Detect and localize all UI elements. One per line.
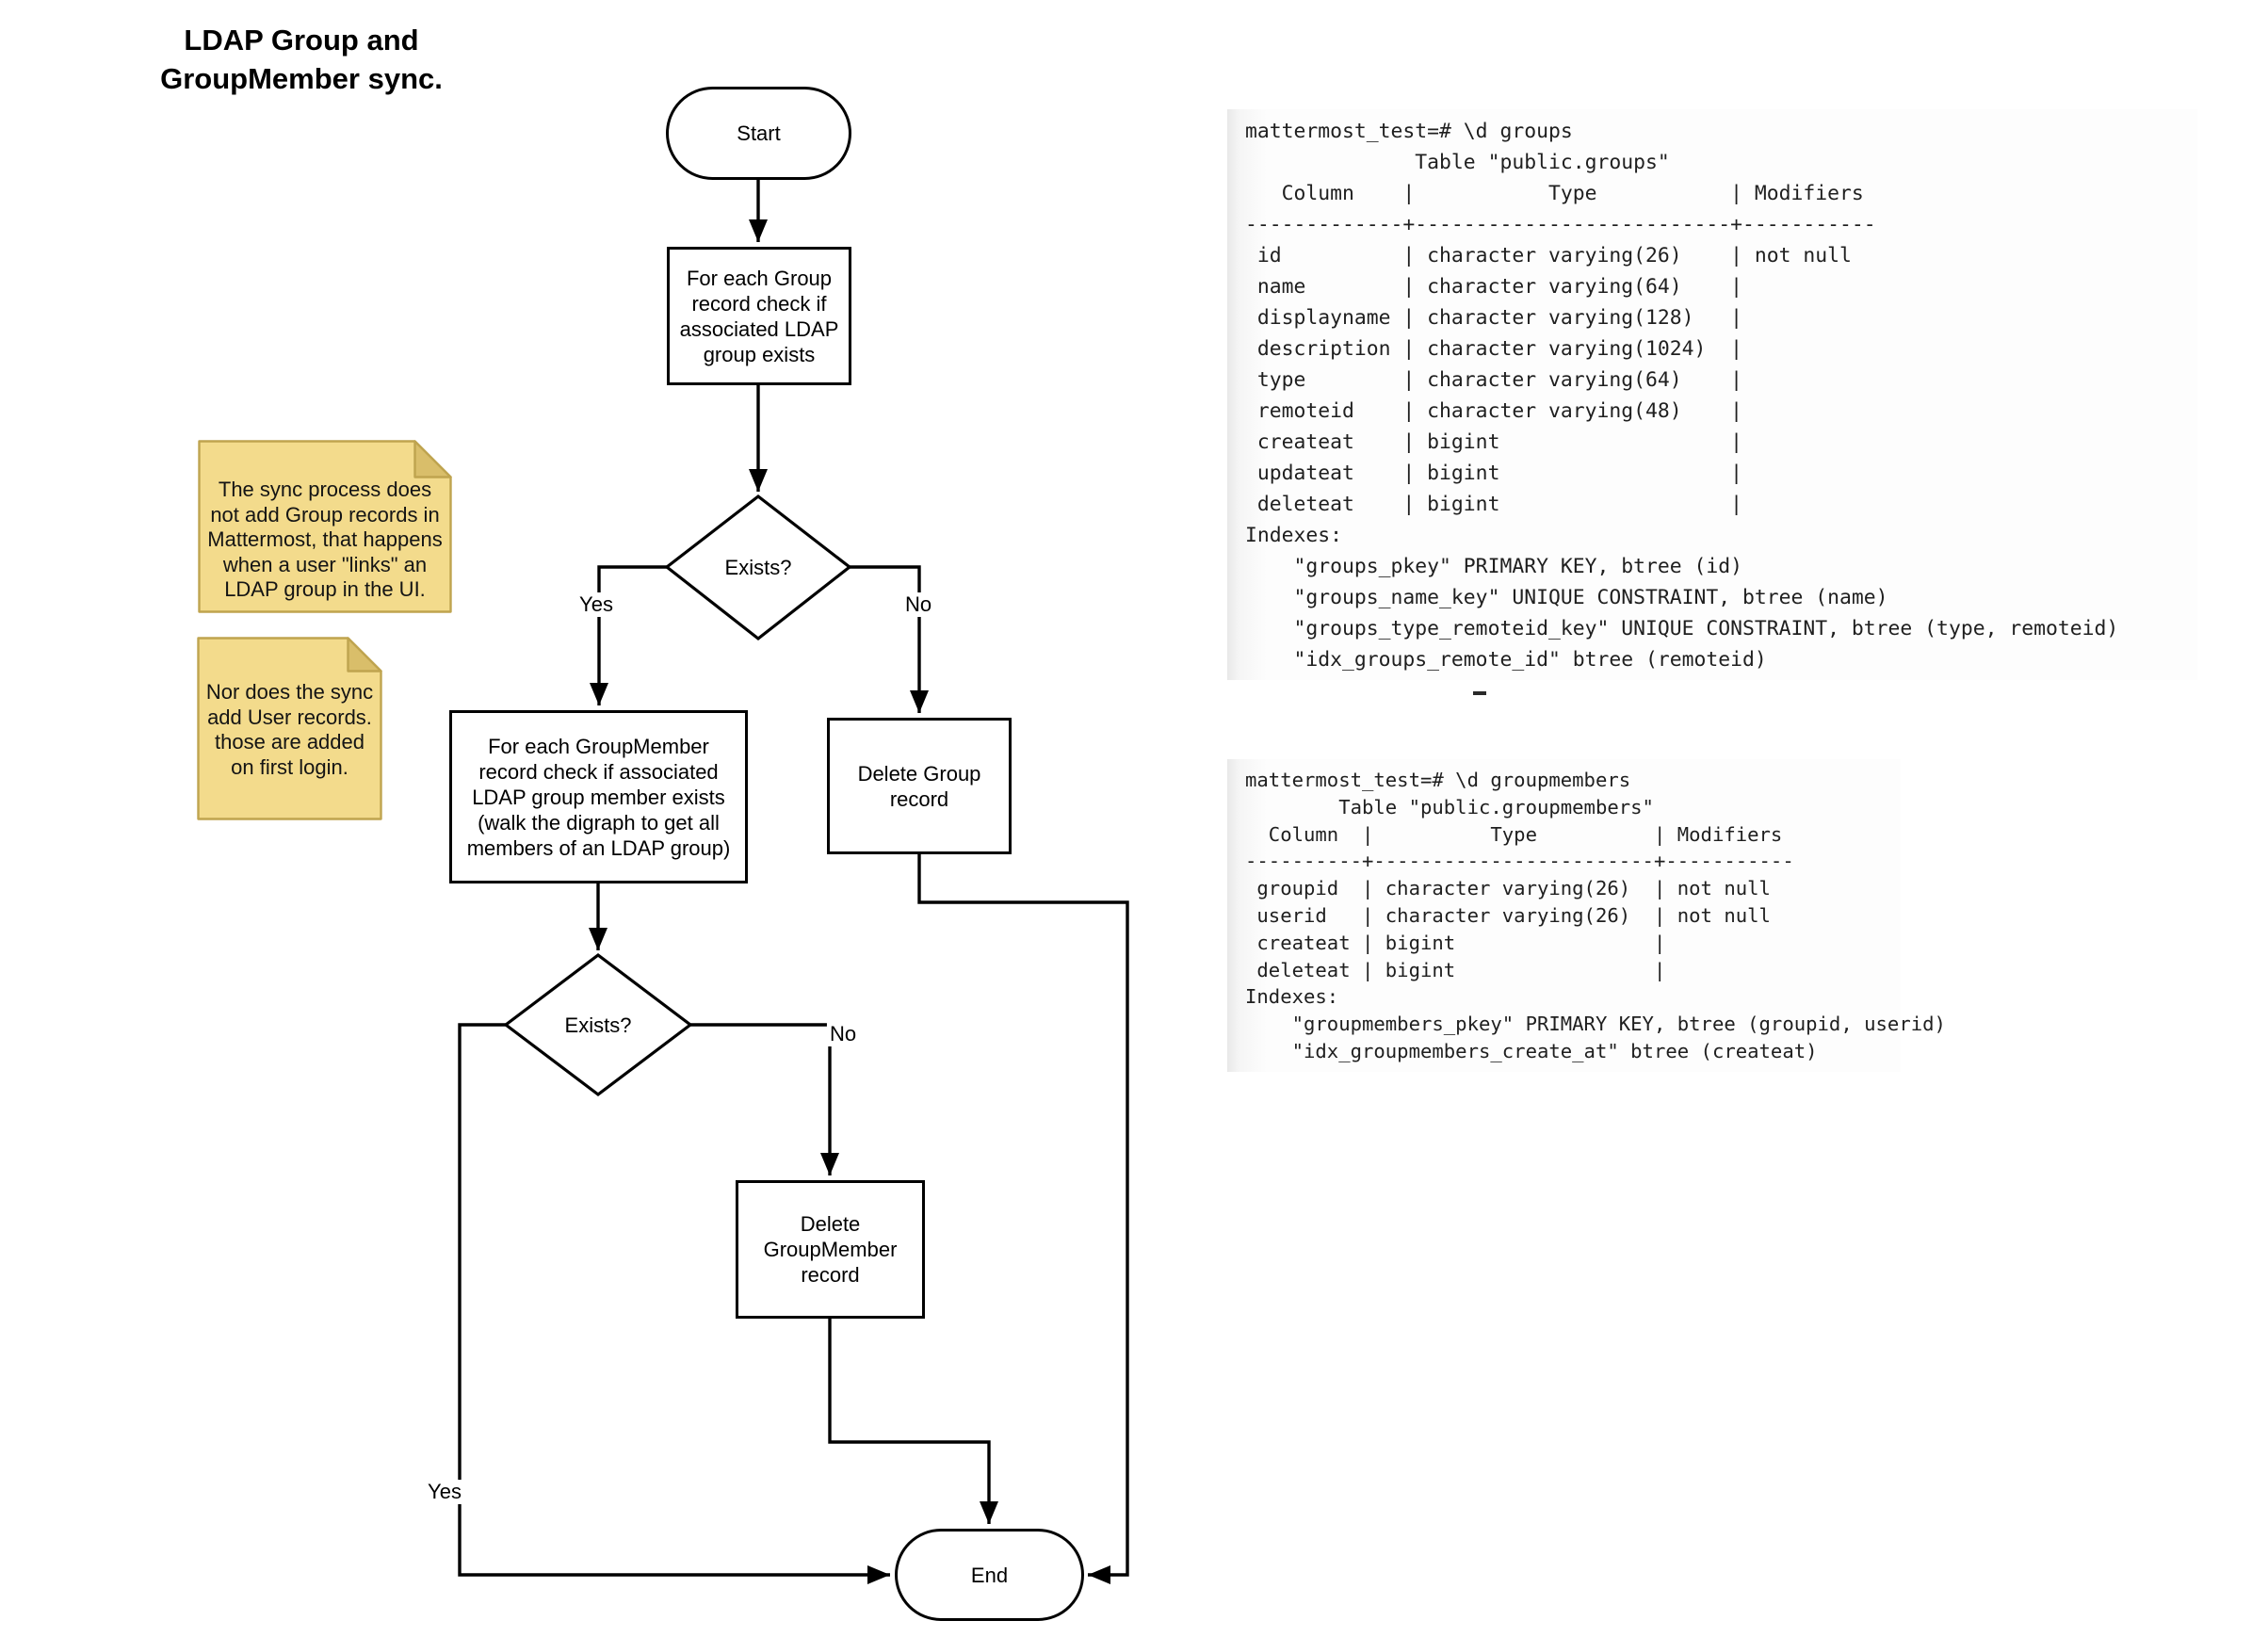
edge-exists2-no bbox=[690, 1023, 839, 1175]
start-node: Start bbox=[666, 87, 851, 180]
end-node: End bbox=[895, 1529, 1084, 1621]
cursor-dash bbox=[1473, 691, 1486, 695]
start-node-label: Start bbox=[737, 122, 781, 145]
page-title: LDAP Group and GroupMember sync. bbox=[122, 21, 480, 98]
psql-groups-table-output: mattermost_test=# \d groups Table "publi… bbox=[1227, 109, 2197, 680]
delete-group-process-node: Delete Group record bbox=[827, 718, 1012, 854]
sticky-note-shape bbox=[198, 440, 452, 613]
delete-member-process-label: Delete GroupMember record bbox=[763, 1212, 898, 1287]
delete-member-process-node: Delete GroupMember record bbox=[736, 1180, 925, 1319]
sticky-note-user-sync-text: Nor does the sync add User records. thos… bbox=[205, 680, 374, 779]
check-group-process-node: For each Group record check if associate… bbox=[667, 247, 851, 385]
psql-groupmembers-table-text: mattermost_test=# \d groupmembers Table … bbox=[1245, 769, 1946, 1062]
exists1-yes-label: Yes bbox=[576, 592, 616, 617]
check-member-process-label: For each GroupMember record check if ass… bbox=[466, 734, 731, 860]
decision-exists1-label: Exists? bbox=[724, 556, 792, 579]
psql-groupmembers-table-output: mattermost_test=# \d groupmembers Table … bbox=[1227, 759, 1946, 1072]
decision-exists2-shape bbox=[503, 952, 693, 1097]
sticky-note-user-sync: Nor does the sync add User records. thos… bbox=[197, 637, 382, 820]
edge-exists1-no bbox=[850, 565, 929, 713]
sticky-note-shape bbox=[197, 637, 382, 820]
edge-exists2-yes-to-end bbox=[458, 1023, 890, 1584]
end-node-label: End bbox=[970, 1563, 1009, 1587]
delete-group-process-label: Delete Group record bbox=[857, 761, 981, 811]
exists2-no-label: No bbox=[826, 1022, 860, 1046]
check-group-process-label: For each Group record check if associate… bbox=[679, 266, 839, 366]
edge-delete-group-to-end bbox=[917, 854, 1129, 1584]
decision-exists1-shape bbox=[664, 494, 852, 641]
check-member-process-node: For each GroupMember record check if ass… bbox=[449, 710, 748, 883]
exists1-no-label: No bbox=[901, 592, 935, 617]
edge-exists1-yes bbox=[590, 565, 667, 705]
sticky-note-group-sync: The sync process does not add Group reco… bbox=[198, 440, 452, 613]
edge-delete-member-to-end bbox=[828, 1319, 998, 1524]
sticky-note-group-sync-text: The sync process does not add Group reco… bbox=[207, 478, 443, 601]
page-title-line1: LDAP Group and bbox=[184, 24, 419, 57]
page-title-line2: GroupMember sync. bbox=[160, 62, 443, 95]
decision-exists2-label: Exists? bbox=[564, 1013, 632, 1037]
psql-groups-table-text: mattermost_test=# \d groups Table "publi… bbox=[1245, 120, 2119, 672]
exists2-yes-label: Yes bbox=[425, 1480, 464, 1504]
